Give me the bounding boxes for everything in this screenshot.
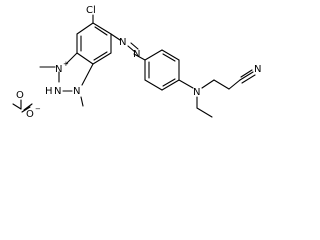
bond-double (93, 51, 108, 61)
bond (144, 79, 163, 91)
bond (161, 49, 180, 61)
bond (92, 22, 112, 35)
atom-n-methyl: N (73, 86, 80, 97)
bond-double (23, 103, 33, 111)
atom-cl: Cl (86, 5, 96, 16)
bond-double (162, 53, 176, 62)
bond-triple (241, 74, 256, 84)
bond (228, 79, 241, 90)
atom-formate-o: O (16, 90, 24, 101)
bond (76, 22, 94, 35)
molecule-structure: Cl N + H N N N N N N O − O (12, 5, 261, 120)
bond (161, 79, 180, 91)
bond (80, 96, 84, 107)
atom-azo-n2: N (133, 49, 140, 60)
atom-nh-h: H (45, 86, 53, 97)
atom-azo-n1: N (119, 37, 126, 48)
bond (201, 79, 215, 89)
atom-nitrile-n: N (254, 64, 261, 75)
atom-amine-n: N (193, 87, 200, 98)
bond-double (94, 26, 108, 36)
bond (133, 53, 146, 61)
bond (110, 33, 121, 41)
charge-plus: + (63, 60, 69, 68)
bond (196, 107, 213, 118)
atom-labels: Cl N + H N N N N N N O − O (16, 5, 261, 120)
bond (178, 79, 194, 89)
bond (127, 45, 136, 53)
atom-formate-o-minus: O (26, 109, 34, 120)
bond (76, 52, 94, 65)
bond-double (162, 78, 176, 87)
bond (12, 103, 22, 110)
bond-lines (12, 14, 256, 118)
bond-double (130, 42, 139, 50)
charge-minus: − (35, 105, 41, 113)
bond (65, 52, 78, 65)
bond (213, 79, 230, 90)
atom-nh: N (54, 86, 61, 97)
bond-triple (240, 69, 253, 78)
bond-double (21, 106, 31, 113)
bond (92, 52, 112, 65)
bond-triple (239, 71, 254, 81)
bond (81, 63, 94, 86)
bond (144, 49, 163, 61)
atom-n-plus: N (55, 64, 62, 75)
